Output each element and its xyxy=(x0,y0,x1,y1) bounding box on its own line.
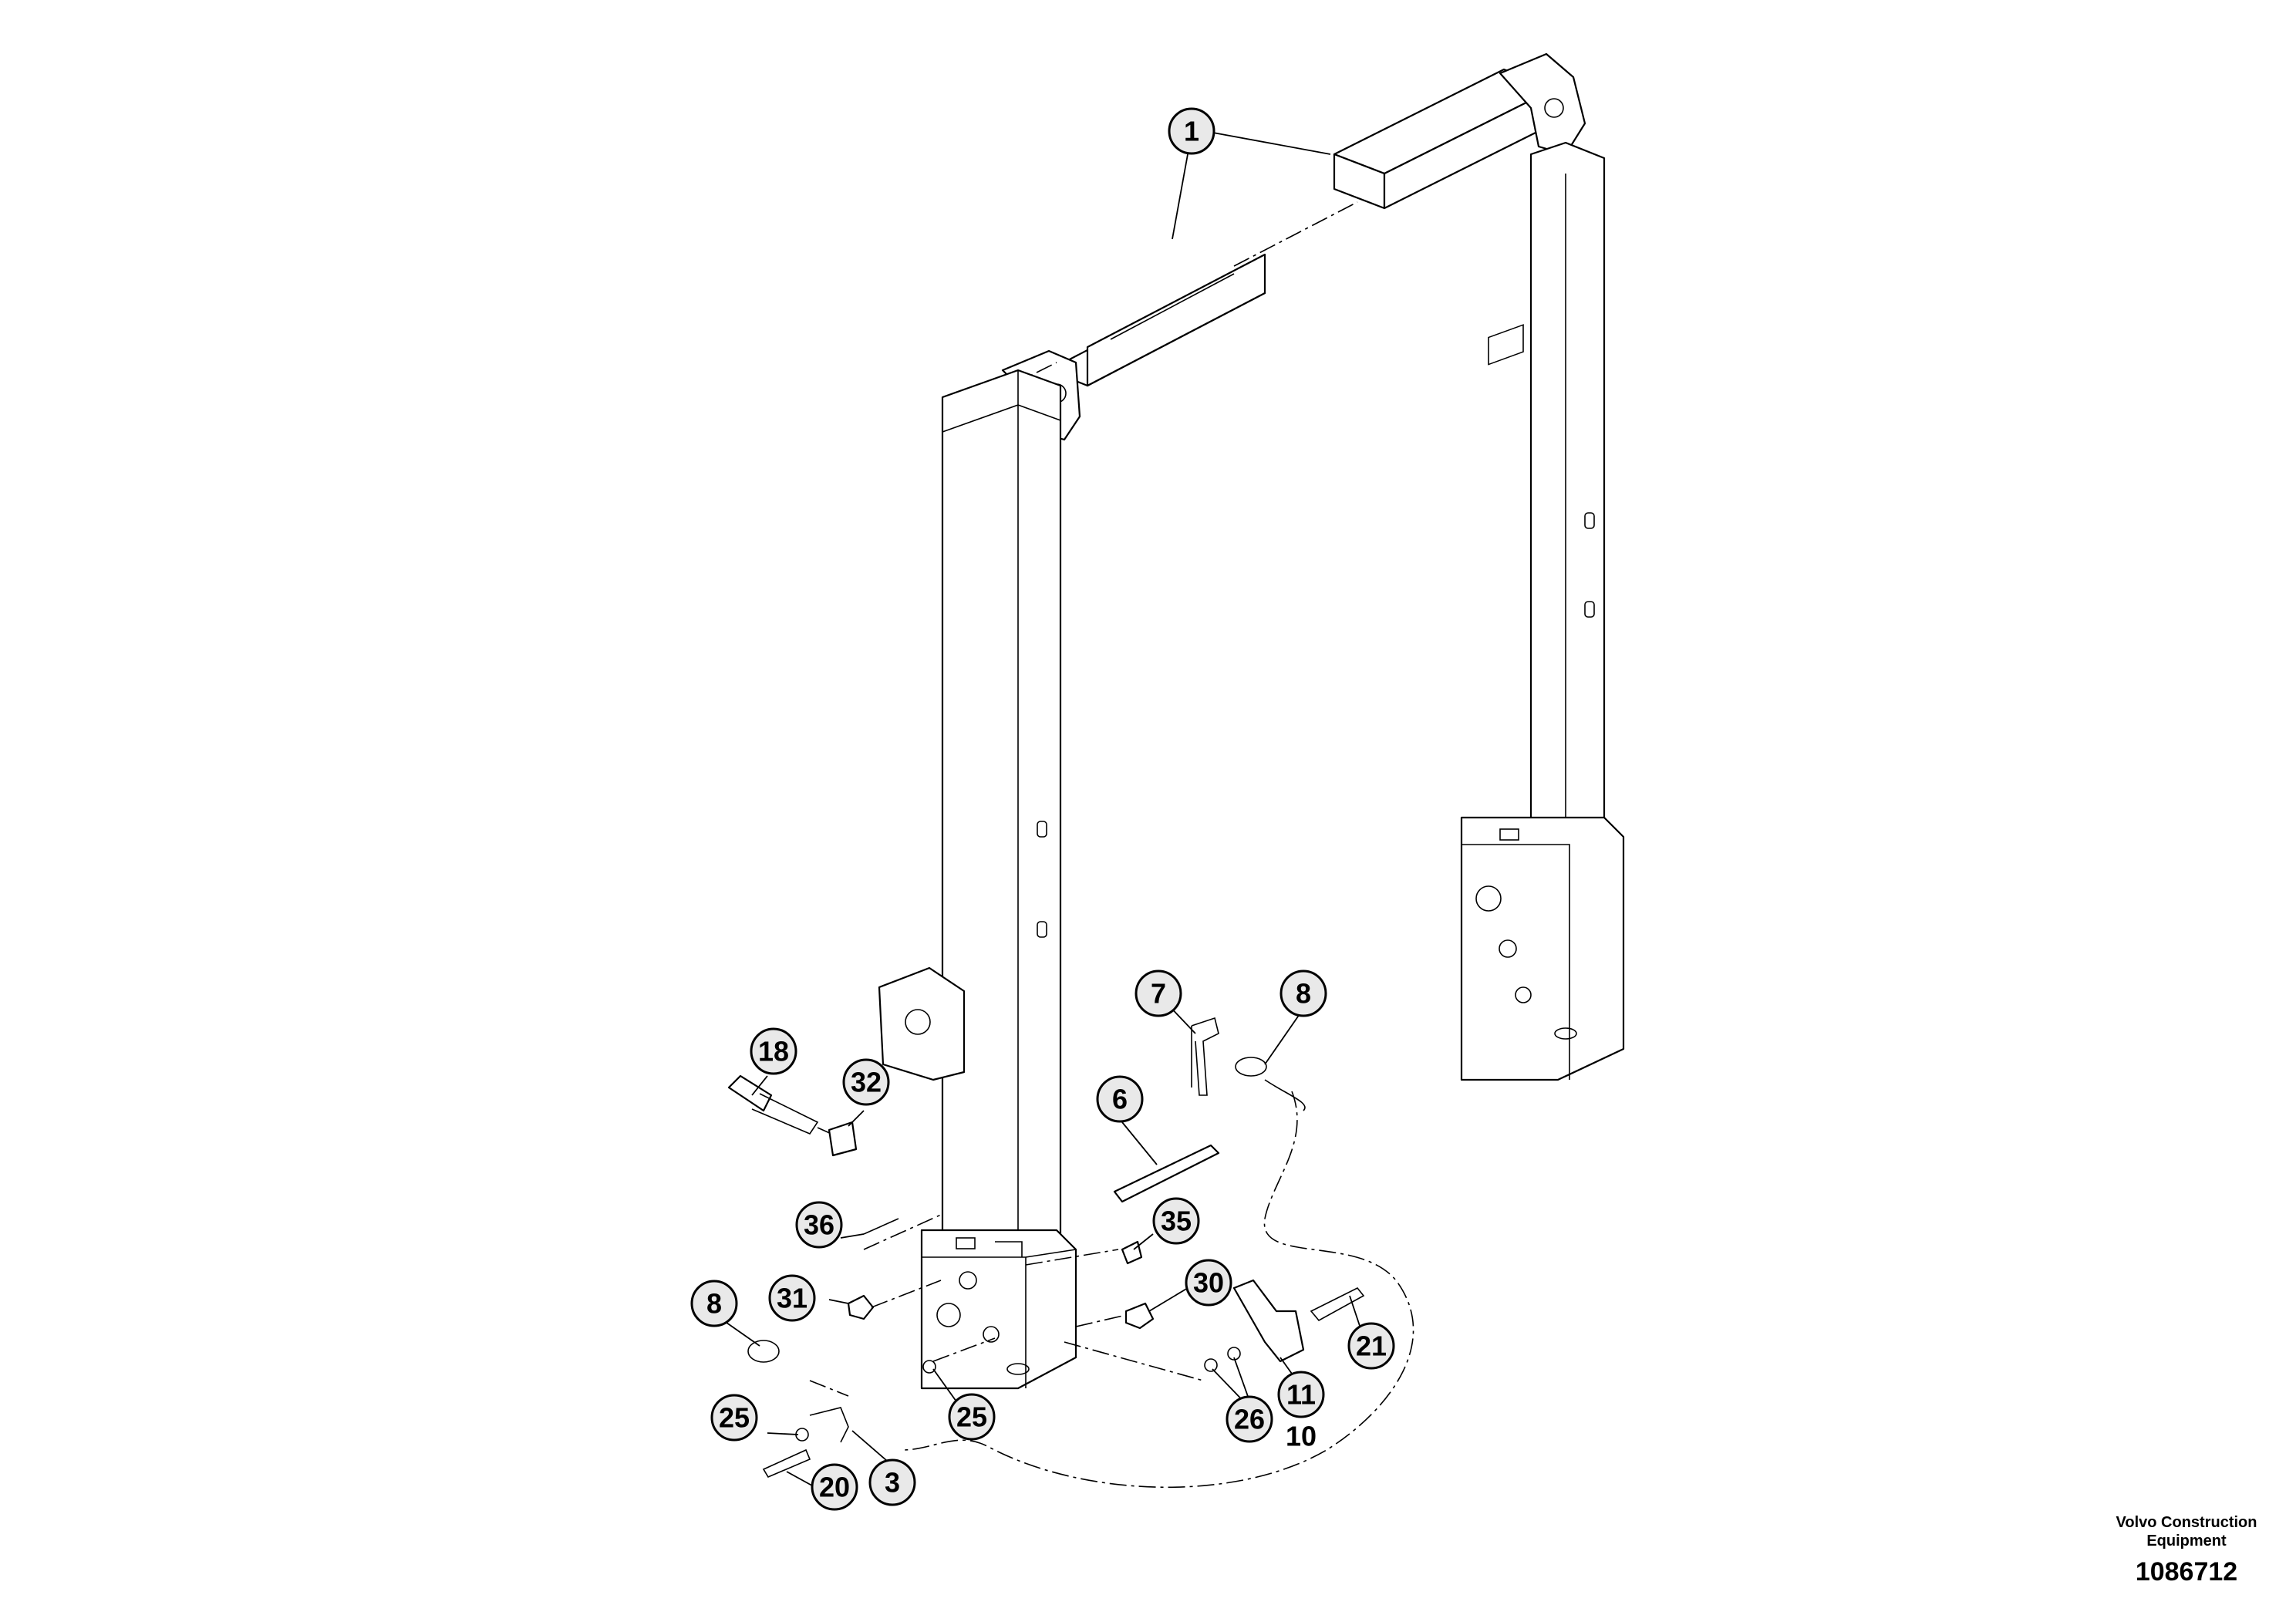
drawing-number: 1086712 xyxy=(2135,1557,2238,1587)
svg-text:20: 20 xyxy=(819,1472,850,1503)
svg-text:8: 8 xyxy=(706,1288,722,1320)
svg-text:6: 6 xyxy=(1112,1084,1128,1115)
publisher-name-line2: Equipment xyxy=(2146,1533,2227,1549)
svg-text:7: 7 xyxy=(1151,978,1166,1010)
svg-text:25: 25 xyxy=(956,1401,987,1433)
callout-6: 6 xyxy=(1096,1075,1144,1123)
svg-text:36: 36 xyxy=(804,1209,834,1241)
svg-text:30: 30 xyxy=(1193,1267,1224,1299)
svg-text:18: 18 xyxy=(758,1036,789,1067)
svg-text:32: 32 xyxy=(851,1067,882,1098)
publisher-block: Volvo Construction Equipment 1086712 xyxy=(2075,1513,2296,1589)
hardware-parts xyxy=(727,1017,1365,1479)
callout-36: 36 xyxy=(795,1201,843,1249)
callout-35: 35 xyxy=(1152,1197,1200,1245)
callout-11: 11 xyxy=(1277,1371,1325,1418)
svg-text:31: 31 xyxy=(777,1283,807,1314)
svg-text:1: 1 xyxy=(1184,116,1199,147)
callout-30: 30 xyxy=(1185,1259,1232,1307)
callout-7: 7 xyxy=(1135,969,1182,1017)
svg-text:10: 10 xyxy=(1286,1421,1317,1452)
svg-text:25: 25 xyxy=(719,1402,750,1434)
publisher-name-line1: Volvo Construction xyxy=(2116,1514,2257,1531)
svg-text:26: 26 xyxy=(1234,1404,1265,1435)
callout-1: 1 xyxy=(1168,107,1215,155)
callout-26: 26 xyxy=(1226,1395,1273,1443)
svg-text:8: 8 xyxy=(1296,978,1311,1010)
callout-3: 3 xyxy=(868,1458,916,1506)
callout-31: 31 xyxy=(768,1274,816,1322)
frame-structure xyxy=(878,52,1625,1390)
callout-25-right: 25 xyxy=(948,1393,996,1441)
svg-text:11: 11 xyxy=(1286,1379,1316,1411)
svg-text:21: 21 xyxy=(1356,1330,1387,1362)
callout-20: 20 xyxy=(811,1463,858,1511)
callout-10: 10 xyxy=(1286,1421,1317,1452)
callout-8-upper: 8 xyxy=(1279,969,1327,1017)
callout-21: 21 xyxy=(1347,1322,1395,1370)
svg-text:35: 35 xyxy=(1161,1206,1192,1237)
callout-8-lower: 8 xyxy=(690,1280,738,1327)
callout-32: 32 xyxy=(842,1058,890,1106)
callout-25-left: 25 xyxy=(710,1394,758,1442)
callout-18: 18 xyxy=(750,1027,797,1075)
svg-text:3: 3 xyxy=(885,1467,900,1499)
assembly-lines xyxy=(809,1079,1414,1489)
